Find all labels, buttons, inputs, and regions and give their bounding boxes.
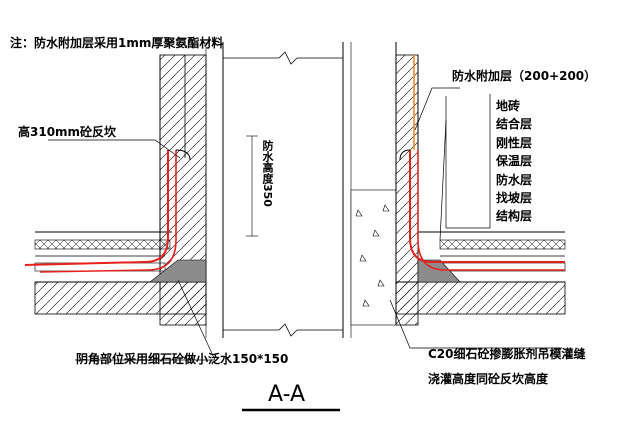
layer-item: 防水层 — [496, 173, 533, 187]
material-note: 注：防水附加层采用1mm厚聚氨酯材料 — [10, 36, 224, 50]
waterproof-membrane — [24, 55, 565, 273]
right-floor — [395, 231, 566, 315]
layer-item: 找坡层 — [496, 191, 533, 205]
fillet-note: 阴角部位采用细石砼做小泛水150*150 — [76, 352, 289, 366]
leader-lines — [48, 87, 562, 361]
c20-note: C20细石砼掺膨胀剂吊模灌缝 — [428, 347, 586, 361]
center-shaft — [223, 42, 352, 338]
pour-note: 浇灌高度同砼反坎高度 — [428, 372, 549, 386]
layer-item: 刚性层 — [496, 136, 533, 150]
layer-item: 保温层 — [496, 154, 533, 168]
additional-layer-label: 防水附加层（200+200） — [452, 69, 597, 83]
right-wall — [395, 42, 419, 326]
grout-fill — [350, 189, 397, 326]
waterproof-height-label: 防水高度350 — [261, 140, 274, 207]
layer-item: 结合层 — [496, 117, 533, 131]
layer-item: 地砖 — [496, 99, 521, 113]
curb-height-label: 高310mm砼反坎 — [18, 125, 117, 139]
left-floor — [34, 231, 207, 315]
section-title: A-A — [268, 382, 306, 407]
layer-item: 结构层 — [496, 209, 533, 223]
